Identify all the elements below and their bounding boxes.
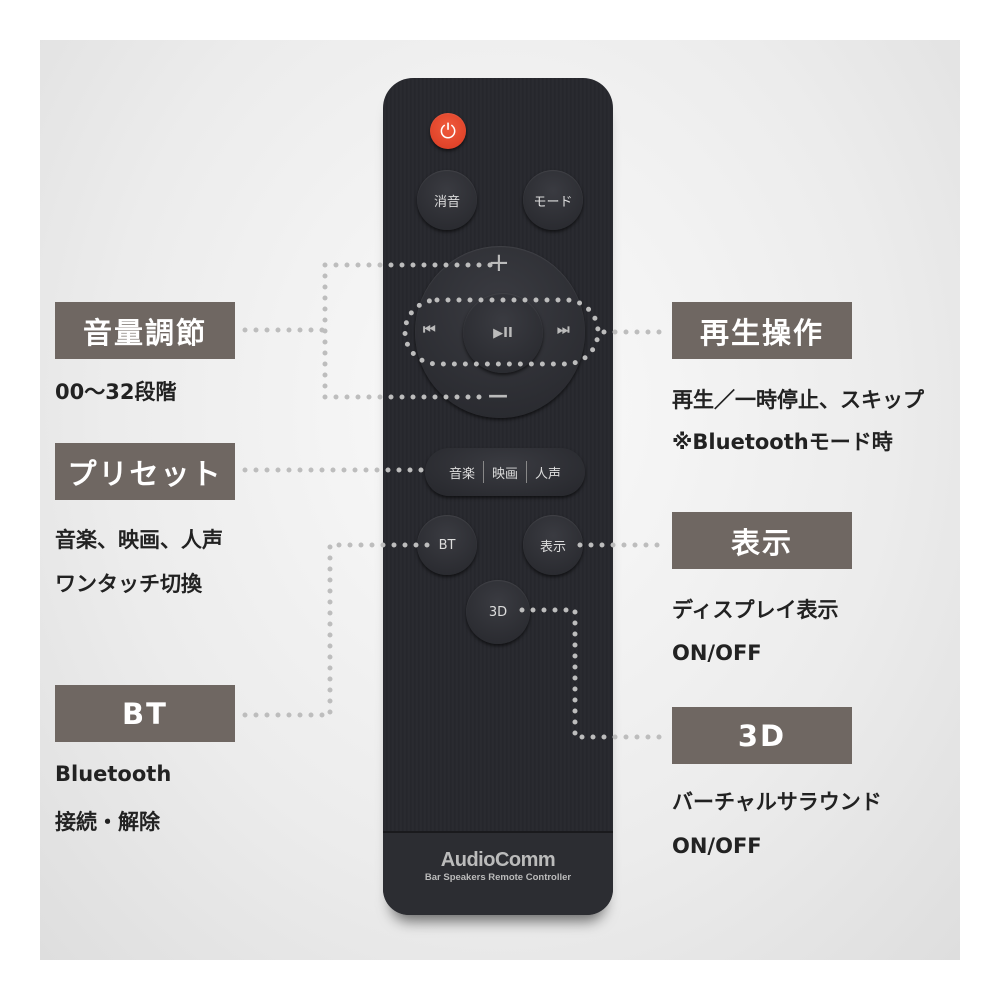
playback-desc-2: ※Bluetoothモード時 (672, 430, 893, 454)
display-desc-2: ON/OFF (672, 641, 762, 665)
bt-desc-2: 接続・解除 (55, 810, 160, 834)
bt-label-box: BT (55, 685, 235, 742)
divider (482, 461, 484, 483)
preset-desc-2: ワンタッチ切換 (55, 572, 202, 596)
brand-logo: AudioComm (440, 849, 556, 871)
volume-label-box: 音量調節 (55, 302, 235, 359)
preset-music-button[interactable]: 音楽 (448, 466, 475, 482)
volume-callout-line (242, 262, 495, 400)
previous-button[interactable]: ⏮ (423, 322, 436, 338)
play-pause-icon: ▶II (493, 325, 513, 341)
power-icon: ⏻ (440, 119, 456, 143)
volume-desc: 00〜32段階 (55, 380, 177, 404)
surround-label-box: 3D (672, 707, 852, 764)
mode-button[interactable]: モード (523, 170, 583, 230)
surround-desc-1: バーチャルサラウンド (672, 790, 882, 814)
3d-button[interactable]: 3D (466, 580, 530, 644)
tagline: Bar Speakers Remote Controller (424, 872, 572, 883)
display-button[interactable]: 表示 (523, 515, 583, 575)
mute-label: 消音 (433, 194, 460, 210)
bt-desc-1: Bluetooth (55, 762, 172, 786)
display-label: 表示 (539, 539, 566, 555)
remote-footer: AudioComm Bar Speakers Remote Controller (383, 831, 613, 915)
preset-label-box: プリセット (55, 443, 235, 500)
3d-label: 3D (488, 604, 508, 620)
playback-desc-1: 再生／一時停止、スキップ (672, 388, 924, 412)
preset-movie-button[interactable]: 映画 (491, 466, 518, 482)
bt-label: BT (438, 537, 456, 553)
playback-label-box: 再生操作 (672, 302, 852, 359)
playback-highlight (402, 297, 601, 367)
divider (526, 461, 527, 483)
volume-down-button[interactable]: — (488, 383, 508, 407)
remote-control: ⏻ 消音 モード + — ⏮ ⏭ ▶II 音楽 映画 人声 BT 表示 3D A… (383, 78, 613, 915)
display-desc-1: ディスプレイ表示 (672, 598, 839, 622)
play-pause-button[interactable]: ▶II (463, 293, 543, 373)
surround-desc-2: ON/OFF (672, 834, 762, 858)
bt-callout-line (242, 542, 433, 718)
preset-desc-1: 音楽、映画、人声 (55, 528, 223, 552)
power-button[interactable]: ⏻ (430, 113, 466, 149)
preset-voice-button[interactable]: 人声 (535, 466, 562, 482)
mode-label: モード (533, 194, 573, 210)
display-label-box: 表示 (672, 512, 852, 569)
3d-callout-line (519, 607, 663, 740)
volume-up-button[interactable]: + (488, 248, 510, 278)
mute-button[interactable]: 消音 (417, 170, 477, 230)
preset-buttons: 音楽 映画 人声 (425, 448, 585, 496)
next-button[interactable]: ⏭ (557, 322, 570, 338)
